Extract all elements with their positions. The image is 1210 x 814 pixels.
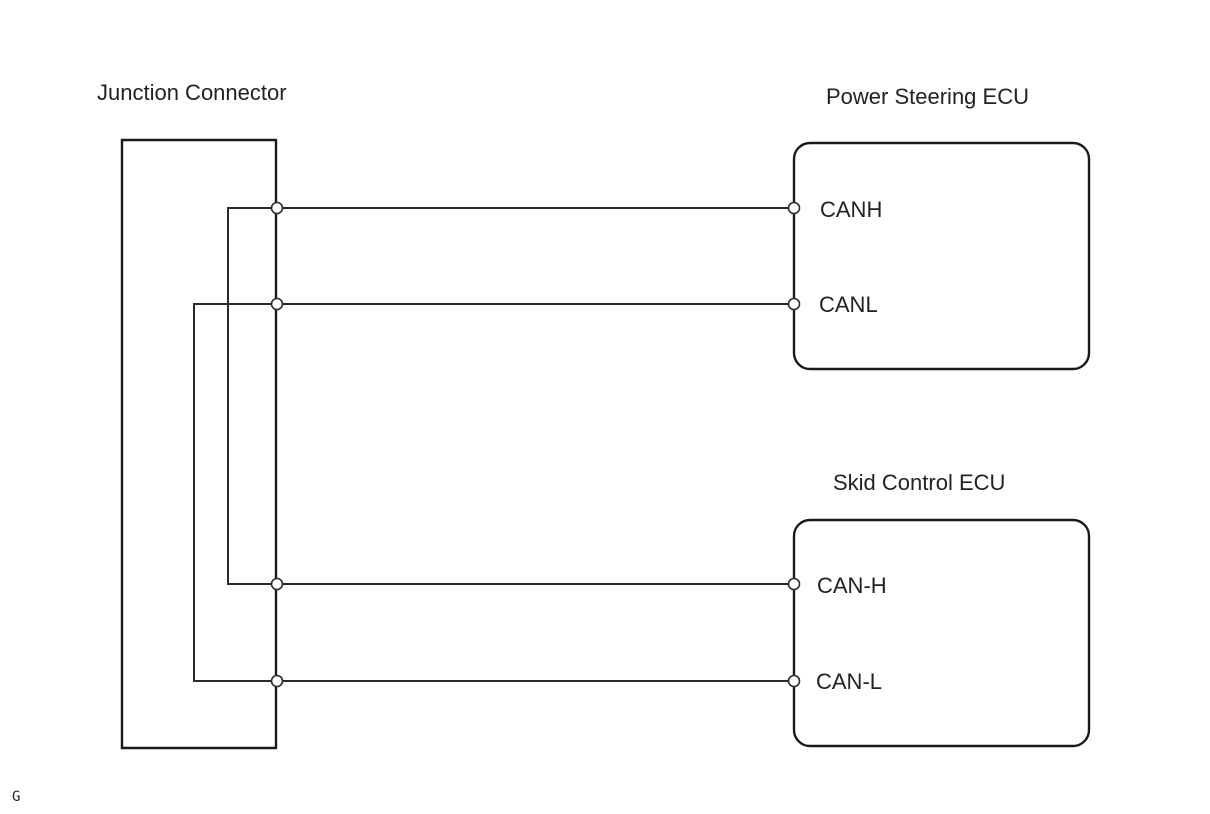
skid-control-ecu-title: Skid Control ECU [833,470,1005,495]
power-steering-pin-canh: CANH [820,197,882,222]
power-steering-canl-terminal [787,297,801,311]
junction-terminal-3 [270,577,284,591]
junction-connector-title: Junction Connector [97,80,287,105]
figure-reference-code: G [12,789,20,805]
skid-control-canl-terminal [787,674,801,688]
junction-canl-bus-wire [193,303,277,682]
power-steering-ecu-box [792,141,1091,371]
junction-canh-bus-wire [227,207,277,585]
junction-terminal-2 [270,297,284,311]
skid-control-pin-can-l: CAN-L [816,669,882,694]
junction-terminal-4 [270,674,284,688]
skid-control-ecu-box [792,518,1091,748]
junction-terminal-1 [270,201,284,215]
junction-connector-box [120,138,278,750]
skid-control-canh-terminal [787,577,801,591]
power-steering-pin-canl: CANL [819,292,878,317]
power-steering-ecu-title: Power Steering ECU [826,84,1029,109]
skid-control-pin-can-h: CAN-H [817,573,887,598]
power-steering-canh-terminal [787,201,801,215]
